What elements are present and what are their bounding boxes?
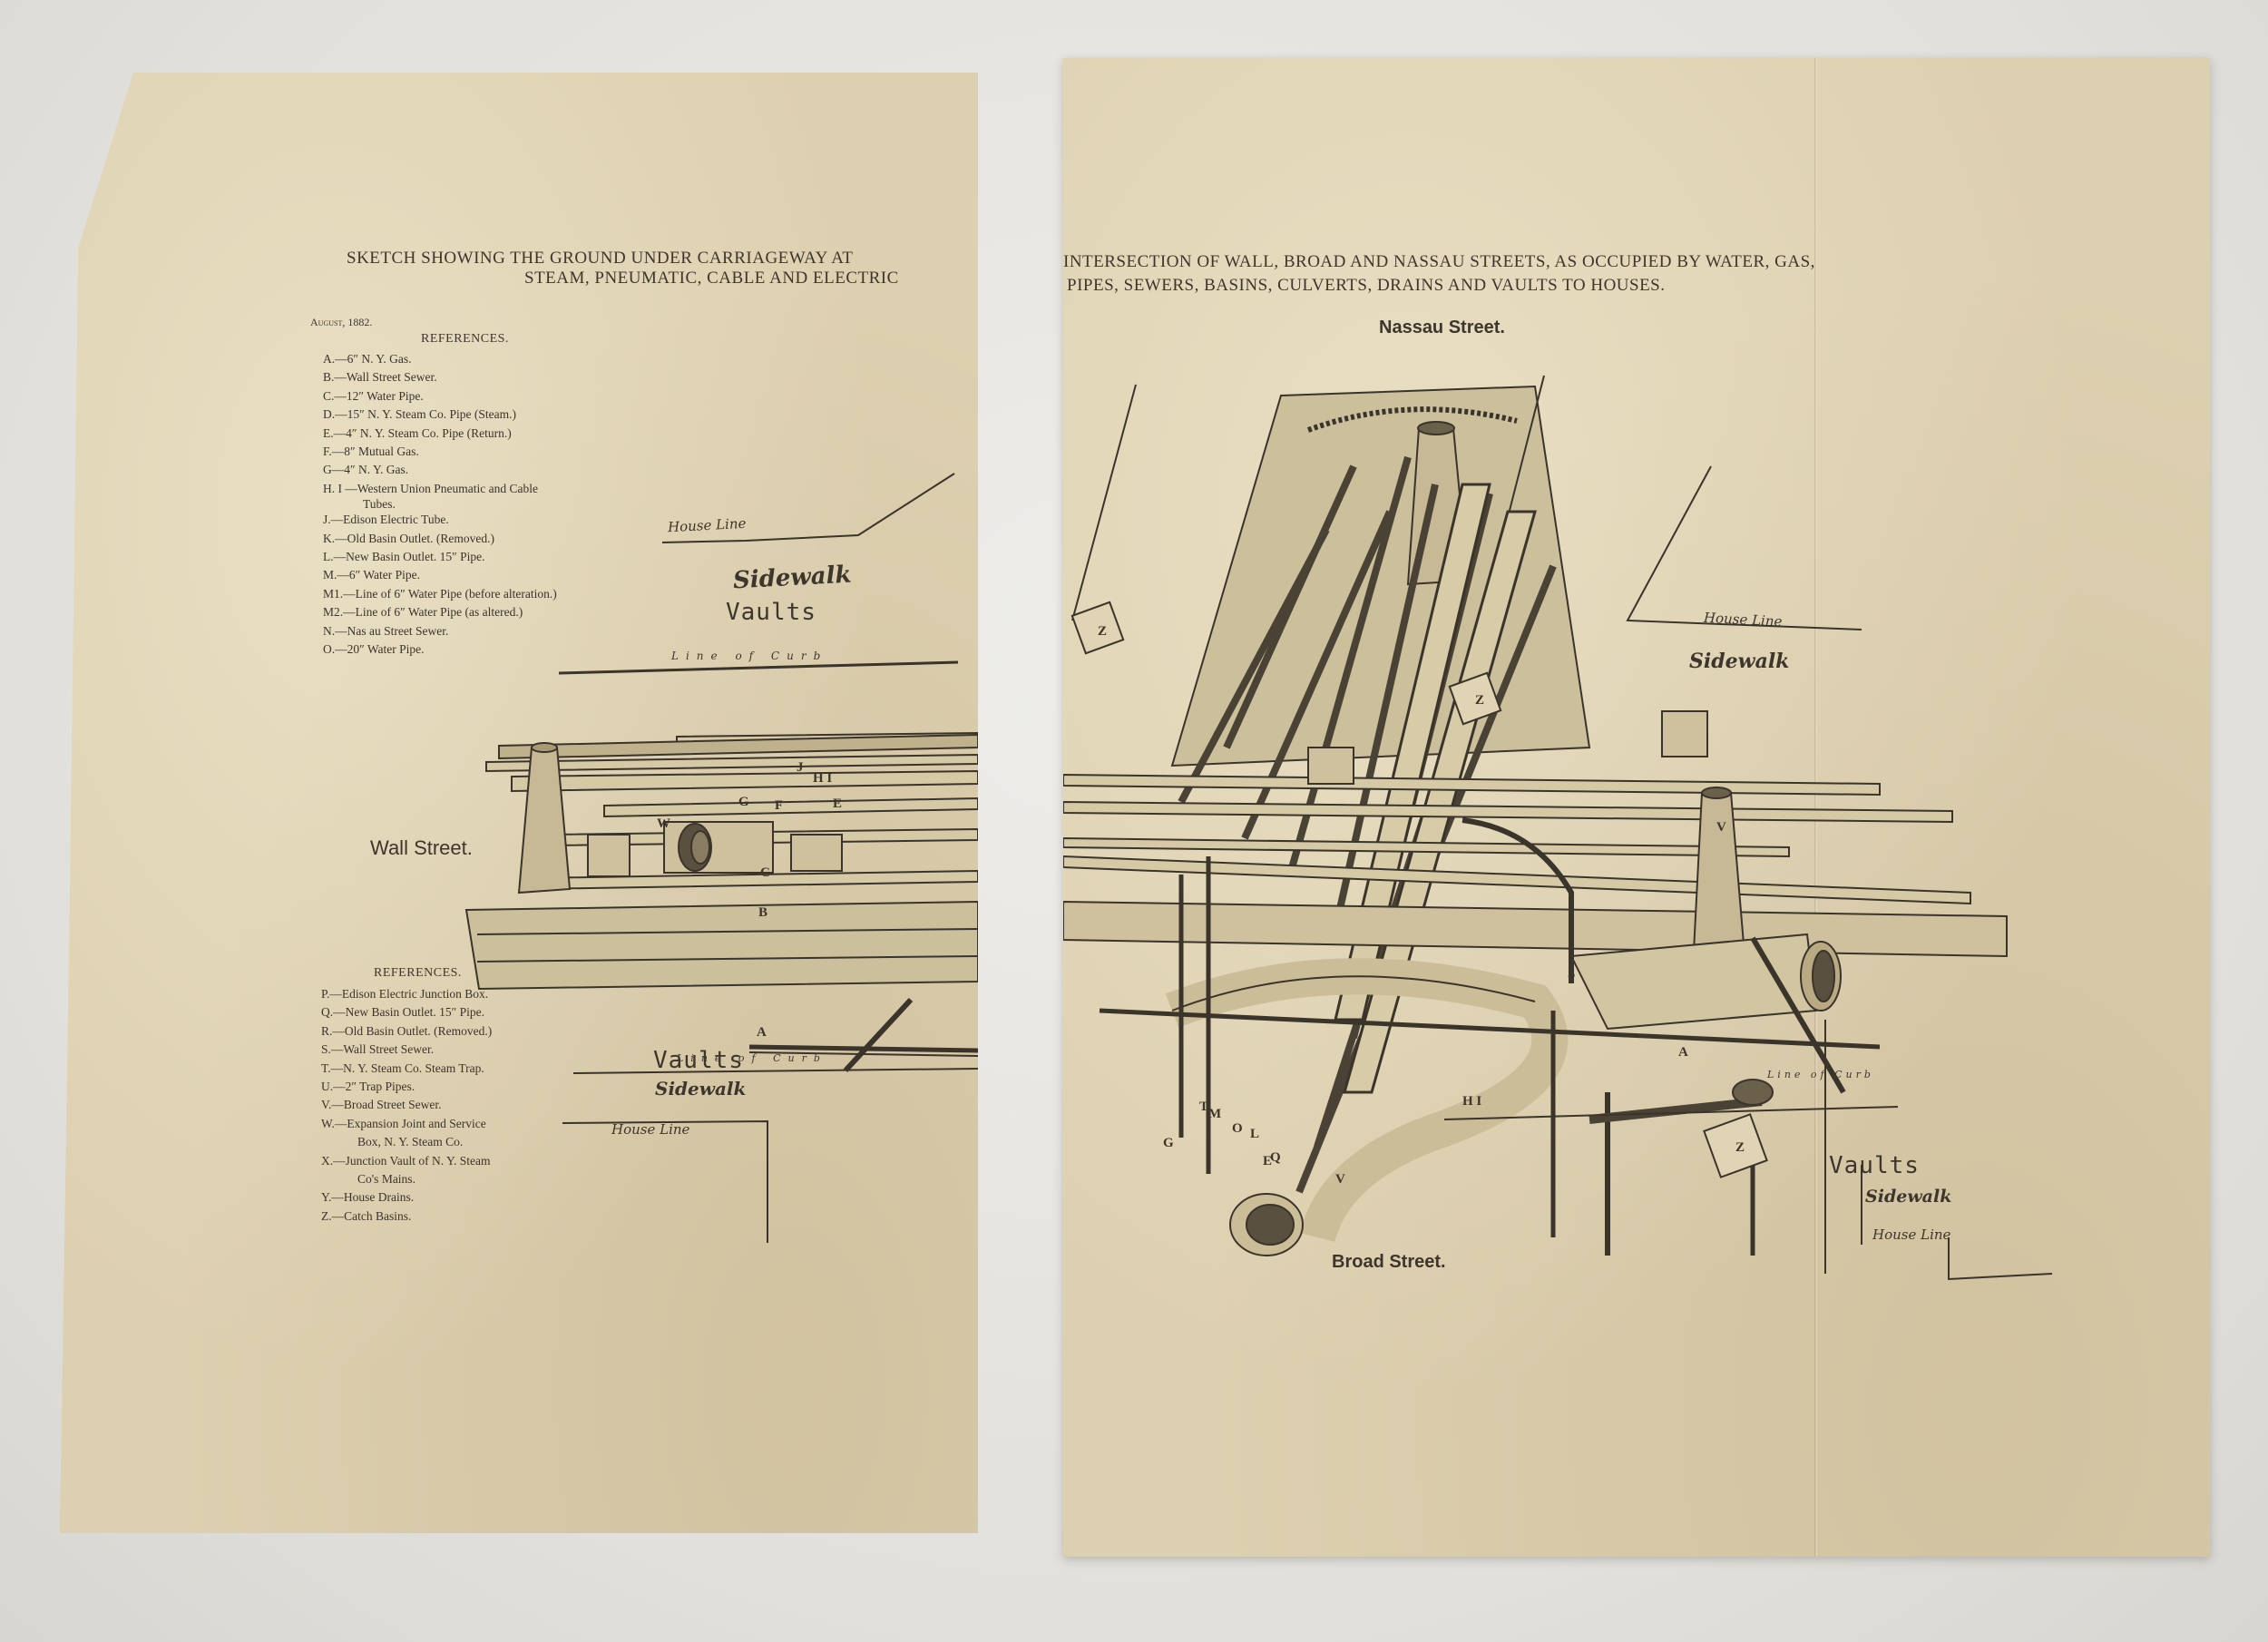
left-title-line2: STEAM, PNEUMATIC, CABLE AND ELECTRIC: [524, 269, 899, 288]
reference-item: O.—20″ Water Pipe.: [323, 642, 425, 657]
right-pipe-drawing: Z Z Z S M O L E H I A V G T V Q: [1063, 375, 2053, 1281]
wall-street-label: Wall Street.: [370, 836, 473, 859]
svg-text:O: O: [1232, 1121, 1243, 1136]
reference-item: D.—15″ N. Y. Steam Co. Pipe (Steam.): [323, 407, 516, 422]
reference-item: M.—6″ Water Pipe.: [323, 568, 421, 582]
svg-text:Z: Z: [1475, 693, 1484, 708]
right-sidewalk-bottom: Sidewalk: [1865, 1187, 1952, 1207]
references-heading: REFERENCES.: [421, 332, 509, 346]
reference-item: Co's Mains.: [357, 1172, 415, 1187]
reference-item: Q.—New Basin Outlet. 15″ Pipe.: [321, 1005, 484, 1020]
reference-item: H. I —Western Union Pneumatic and Cable: [323, 481, 538, 495]
reference-item: L.—New Basin Outlet. 15″ Pipe.: [323, 550, 485, 564]
reference-item: Tubes.: [363, 497, 396, 512]
svg-text:Q: Q: [1270, 1150, 1281, 1165]
left-line-of-curb-top: Line of Curb: [671, 650, 828, 662]
svg-text:V: V: [1335, 1172, 1345, 1187]
svg-text:C: C: [760, 865, 770, 880]
date: August, 1882.: [310, 316, 373, 328]
reference-item: V.—Broad Street Sewer.: [321, 1098, 442, 1112]
svg-text:G: G: [1163, 1136, 1174, 1150]
svg-text:A: A: [757, 1025, 767, 1040]
right-title-line1: INTERSECTION OF WALL, BROAD AND NASSAU S…: [1063, 252, 1815, 271]
references2-heading: REFERENCES.: [374, 966, 462, 980]
right-sheet: INTERSECTION OF WALL, BROAD AND NASSAU S…: [1063, 58, 2210, 1557]
svg-text:Z: Z: [1735, 1140, 1745, 1155]
left-vaults-top: Vaults: [726, 599, 816, 626]
svg-text:E: E: [1263, 1154, 1272, 1168]
svg-text:A: A: [1678, 1045, 1688, 1060]
right-line-of-curb: Line of Curb: [1767, 1069, 1874, 1080]
reference-item: Y.—House Drains.: [321, 1190, 415, 1205]
left-sidewalk-bottom: Sidewalk: [655, 1078, 747, 1100]
reference-item: N.—Nas au Street Sewer.: [323, 623, 449, 638]
reference-item: P.—Edison Electric Junction Box.: [321, 987, 489, 1001]
reference-item: M1.—Line of 6″ Water Pipe (before altera…: [323, 586, 557, 601]
reference-item: Z.—Catch Basins.: [321, 1208, 412, 1223]
svg-text:H I: H I: [813, 771, 832, 786]
right-sidewalk-top: Sidewalk: [1689, 650, 1790, 673]
svg-text:W: W: [657, 816, 670, 831]
svg-text:E: E: [833, 797, 842, 811]
reference-item: T.—N. Y. Steam Co. Steam Trap.: [321, 1060, 484, 1075]
reference-item: F.—8″ Mutual Gas.: [323, 445, 419, 459]
reference-item: W.—Expansion Joint and Service: [321, 1116, 486, 1130]
reference-item: G—4″ N. Y. Gas.: [323, 463, 409, 477]
reference-item: Box, N. Y. Steam Co.: [357, 1135, 464, 1149]
paper-fold: [1814, 58, 1817, 1557]
right-house-line-bottom: House Line: [1872, 1227, 1951, 1243]
svg-text:V: V: [1716, 820, 1726, 835]
reference-item: K.—Old Basin Outlet. (Removed.): [323, 531, 494, 545]
reference-item: J.—Edison Electric Tube.: [323, 513, 449, 527]
references-list: A.—6″ N. Y. Gas. B.—Wall Street Sewer. C…: [323, 350, 557, 660]
reference-item: E.—4″ N. Y. Steam Co. Pipe (Return.): [323, 425, 512, 440]
svg-text:L: L: [1250, 1127, 1259, 1141]
right-vaults-bottom: Vaults: [1829, 1152, 1920, 1179]
left-house-line-bottom: House Line: [611, 1121, 690, 1138]
reference-item: B.—Wall Street Sewer.: [323, 370, 437, 385]
svg-text:S: S: [1568, 967, 1575, 982]
left-title-line1: SKETCH SHOWING THE GROUND UNDER CARRIAGE…: [347, 249, 854, 268]
broad-street-label: Broad Street.: [1332, 1252, 1446, 1272]
left-sheet: SKETCH SHOWING THE GROUND UNDER CARRIAGE…: [60, 73, 978, 1533]
left-vaults-bottom: Vaults: [653, 1047, 744, 1074]
reference-item: A.—6″ N. Y. Gas.: [323, 352, 412, 366]
svg-text:G: G: [738, 795, 749, 809]
svg-text:H I: H I: [1462, 1094, 1481, 1109]
references2-list: P.—Edison Electric Junction Box. Q.—New …: [321, 985, 492, 1226]
nassau-street-label: Nassau Street.: [1379, 318, 1505, 337]
reference-item: M2.—Line of 6″ Water Pipe (as altered.): [323, 605, 523, 620]
svg-text:T: T: [1199, 1100, 1208, 1114]
svg-text:M: M: [1208, 1107, 1221, 1121]
svg-text:F: F: [775, 798, 783, 813]
left-pipe-drawing: H I G F E W C B A J: [464, 473, 978, 1243]
reference-item: R.—Old Basin Outlet. (Removed.): [321, 1023, 493, 1038]
reference-item: U.—2″ Trap Pipes.: [321, 1080, 415, 1094]
reference-item: S.—Wall Street Sewer.: [321, 1042, 435, 1057]
reference-item: C.—12″ Water Pipe.: [323, 388, 424, 403]
left-line-of-curb-bottom: Line of Curb: [677, 1052, 827, 1064]
svg-text:Z: Z: [1098, 624, 1107, 639]
svg-text:B: B: [758, 905, 767, 920]
right-title-line2: PIPES, SEWERS, BASINS, CULVERTS, DRAINS …: [1067, 276, 1666, 295]
reference-item: X.—Junction Vault of N. Y. Steam: [321, 1153, 491, 1168]
svg-text:J: J: [797, 760, 804, 775]
